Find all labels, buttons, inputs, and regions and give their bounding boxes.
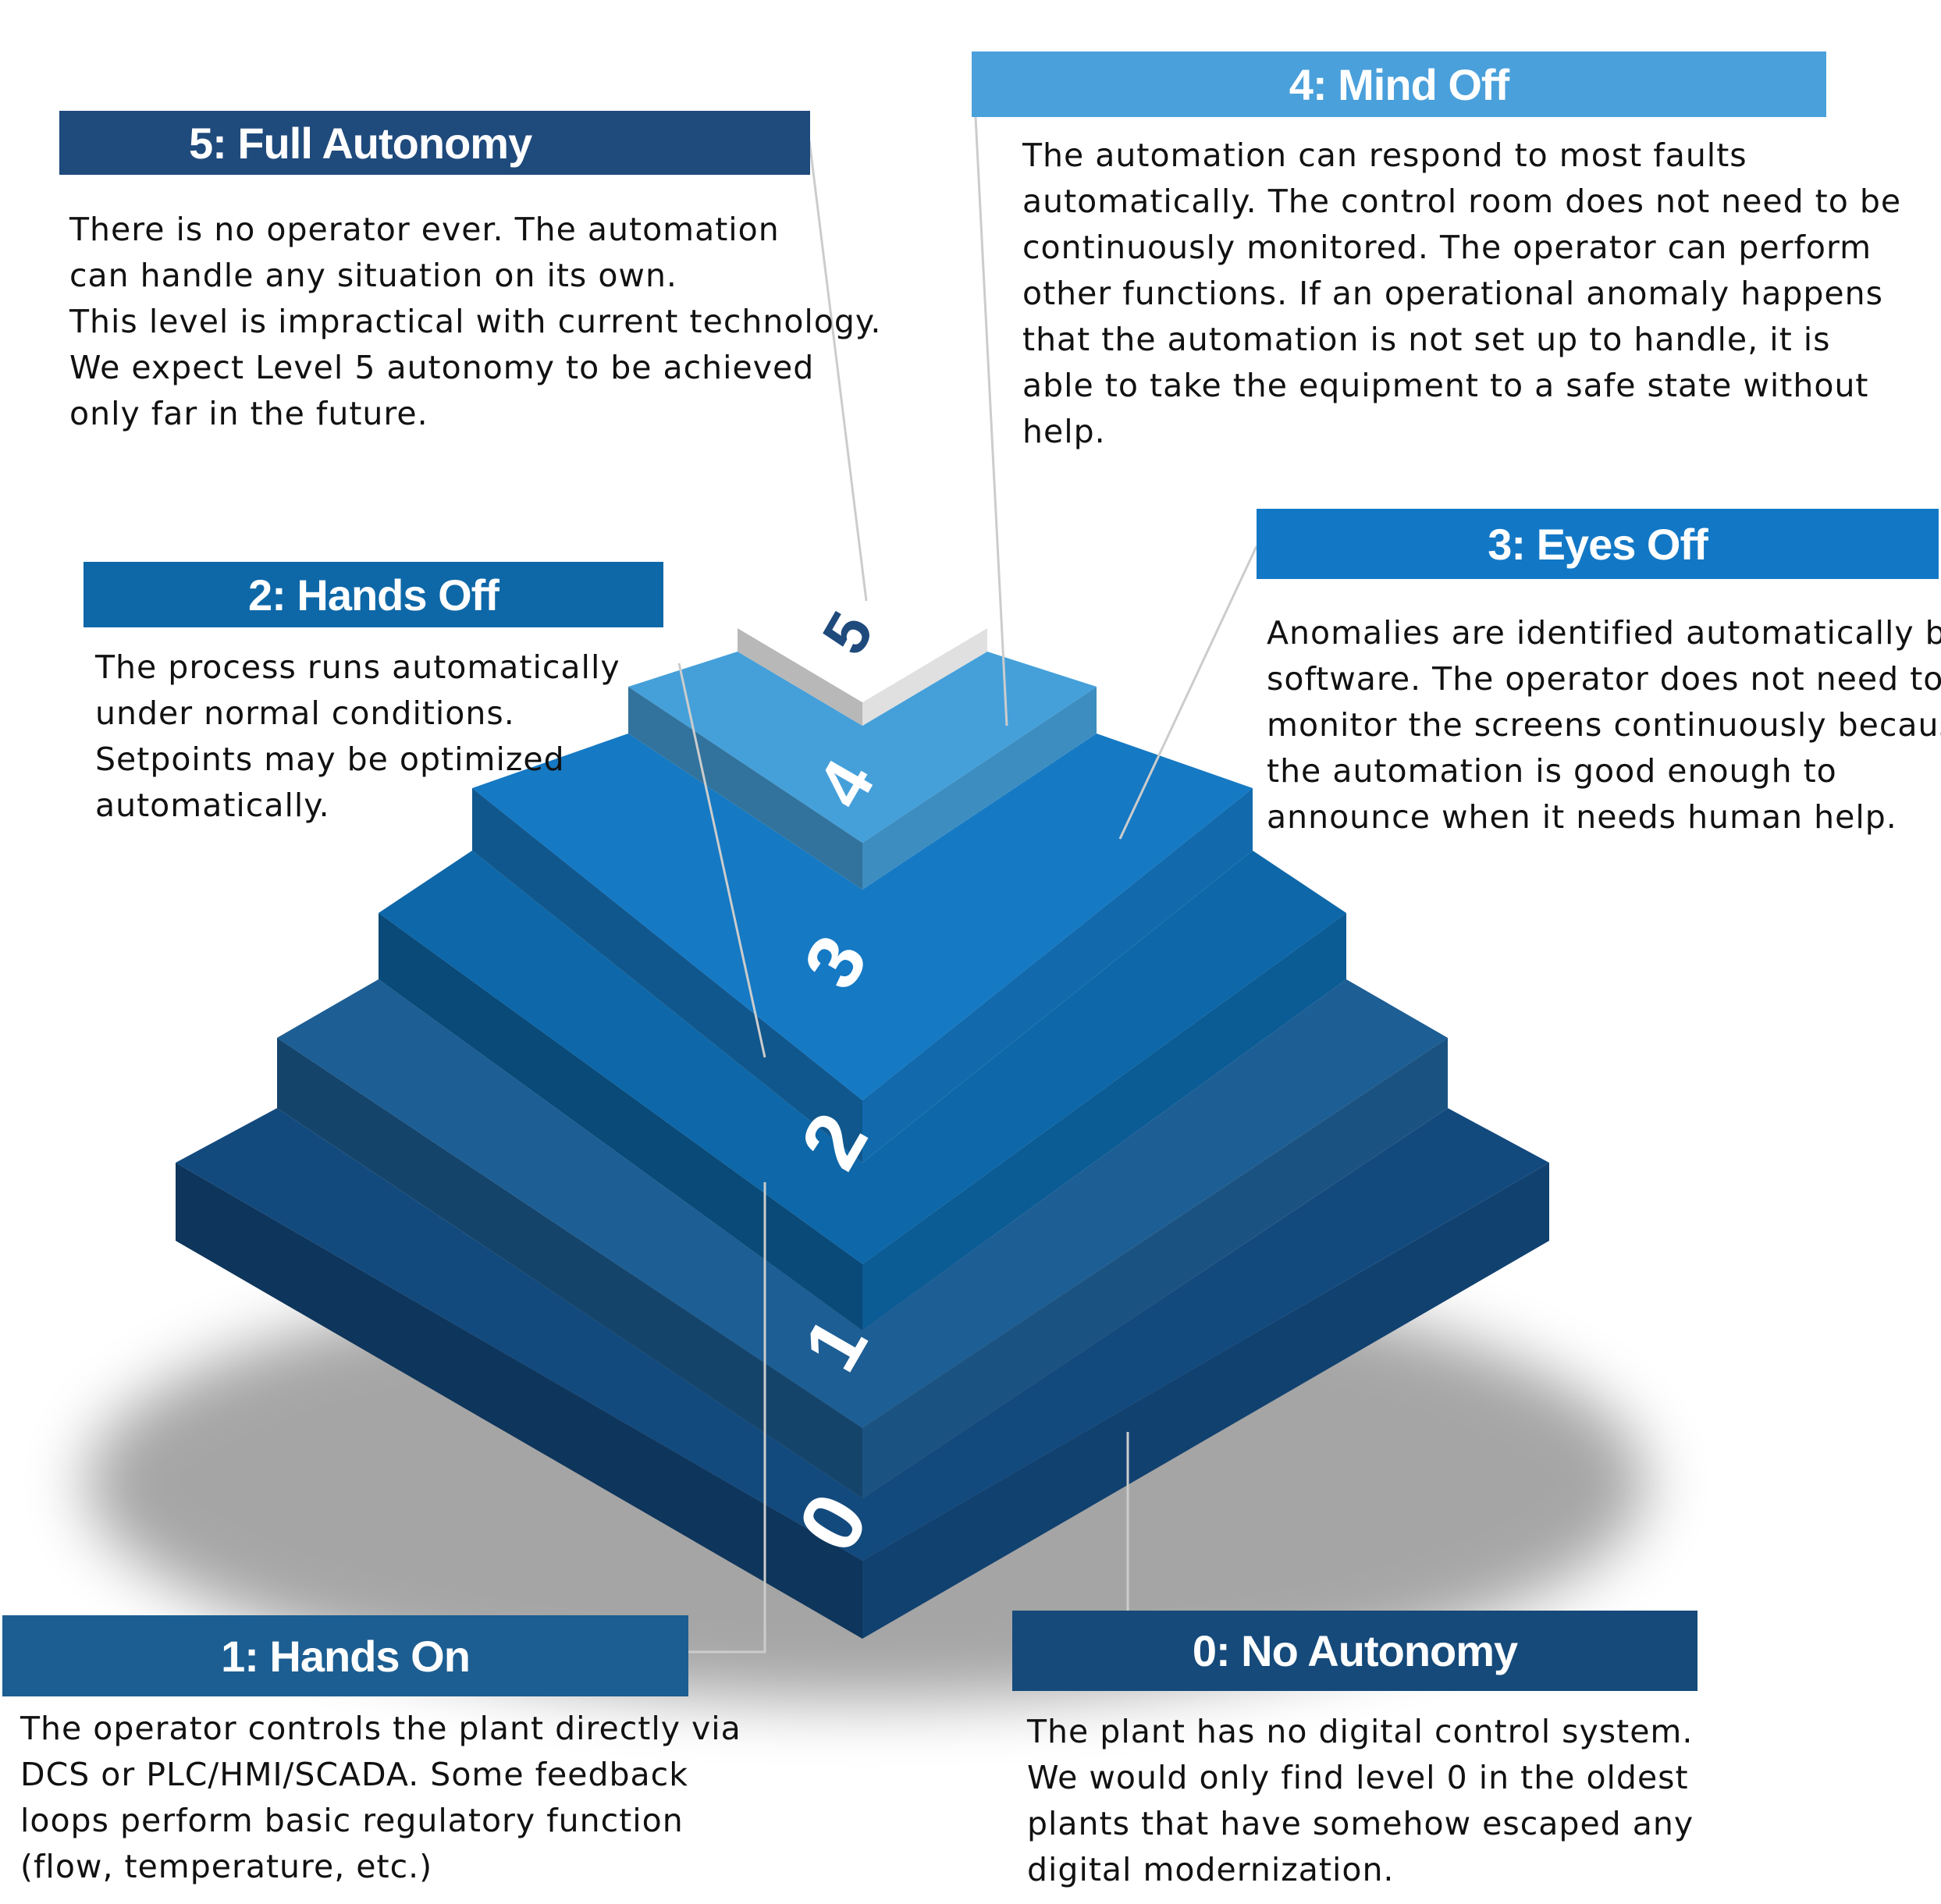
- level-2-desc-line: Setpoints may be optimized: [95, 741, 565, 778]
- tier-4-right-face: [862, 687, 1097, 890]
- level-4-description: The automation can respond to most fault…: [1022, 133, 1901, 455]
- connector-line-level-1: [688, 1182, 766, 1654]
- tier-1-left-face: [277, 1038, 862, 1498]
- level-2-title: 2: Hands Off: [84, 562, 663, 627]
- tier-1-top-face: [277, 979, 1448, 1428]
- level-5-title: 5: Full Autonomy: [59, 111, 810, 175]
- tier-2-left-face: [379, 913, 862, 1330]
- level-1-description: The operator controls the plant directly…: [20, 1706, 741, 1890]
- level-3-desc-line: monitor the screens continuously because: [1267, 706, 1941, 744]
- tier-2-right-face: [862, 913, 1346, 1330]
- level-4-desc-line: that the automation is not set up to han…: [1022, 321, 1831, 358]
- level-0-desc-line: digital modernization.: [1027, 1851, 1395, 1888]
- connector-line-level-3: [1118, 545, 1258, 840]
- level-1-desc-line: DCS or PLC/HMI/SCADA. Some feedback: [20, 1756, 688, 1793]
- level-3-desc-line: announce when it needs human help.: [1267, 798, 1897, 836]
- level-0-desc-line: The plant has no digital control system.: [1027, 1713, 1694, 1750]
- level-3-desc-line: the automation is good enough to: [1267, 752, 1837, 790]
- level-0-desc-line: We would only find level 0 in the oldest: [1027, 1759, 1689, 1796]
- level-1-desc-line: loops perform basic regulatory function: [20, 1802, 684, 1839]
- connector-line-level-4: [974, 116, 1008, 726]
- level-4-desc-line: The automation can respond to most fault…: [1022, 137, 1747, 174]
- level-0-desc-line: plants that have somehow escaped any: [1027, 1805, 1694, 1842]
- level-3-title: 3: Eyes Off: [1257, 509, 1939, 579]
- level-2-desc-line: automatically.: [95, 787, 330, 824]
- level-2-desc-line: The process runs automatically: [95, 648, 620, 686]
- tier-4-top-face: [628, 652, 1097, 843]
- tier-5-right-face: [862, 628, 987, 726]
- level-1-desc-line: (flow, temperature, etc.): [20, 1848, 433, 1885]
- tier-3-left-face: [472, 788, 862, 1163]
- connector-line-level-2: [677, 662, 766, 1058]
- level-3-desc-line: software. The operator does not need to: [1267, 660, 1941, 698]
- tier-3-right-face: [862, 788, 1253, 1163]
- level-4-desc-line: continuously monitored. The operator can…: [1022, 229, 1872, 266]
- tier-1-right-face: [862, 1038, 1448, 1498]
- tier-3-top-face: [472, 734, 1253, 1100]
- connector-line-level-5: [808, 140, 868, 602]
- level-5-desc-line: This level is impractical with current t…: [69, 303, 882, 340]
- level-2-description: The process runs automatically under nor…: [95, 645, 620, 829]
- level-4-desc-line: other functions. If an operational anoma…: [1022, 275, 1883, 312]
- tier-0-right-face: [862, 1163, 1549, 1639]
- tier-5-left-face: [738, 628, 862, 726]
- level-5-desc-line: can handle any situation on its own.: [69, 257, 677, 294]
- level-3-description: Anomalies are identified automatically b…: [1267, 610, 1941, 840]
- level-5-desc-line: There is no operator ever. The automatio…: [69, 211, 780, 248]
- level-5-desc-line: only far in the future.: [69, 395, 428, 432]
- tier-2-top-face: [379, 851, 1346, 1264]
- tier-4-left-face: [628, 687, 862, 890]
- tier-0-top-face: [176, 1108, 1549, 1561]
- level-2-desc-line: under normal conditions.: [95, 694, 515, 732]
- level-0-title: 0: No Autonomy: [1012, 1611, 1697, 1691]
- level-4-desc-line: able to take the equipment to a safe sta…: [1022, 367, 1869, 404]
- level-0-description: The plant has no digital control system.…: [1027, 1709, 1694, 1893]
- tier-5-top-face: [738, 581, 987, 702]
- level-4-title: 4: Mind Off: [972, 52, 1826, 117]
- level-5-description: There is no operator ever. The automatio…: [69, 207, 881, 437]
- level-1-title: 1: Hands On: [2, 1615, 688, 1696]
- tier-0-left-face: [176, 1163, 862, 1639]
- level-5-desc-line: We expect Level 5 autonomy to be achieve…: [69, 349, 815, 386]
- level-4-desc-line: help.: [1022, 413, 1106, 450]
- level-1-desc-line: The operator controls the plant directly…: [20, 1710, 741, 1747]
- level-3-desc-line: Anomalies are identified automatically b…: [1267, 614, 1941, 652]
- level-4-desc-line: automatically. The control room does not…: [1022, 183, 1902, 220]
